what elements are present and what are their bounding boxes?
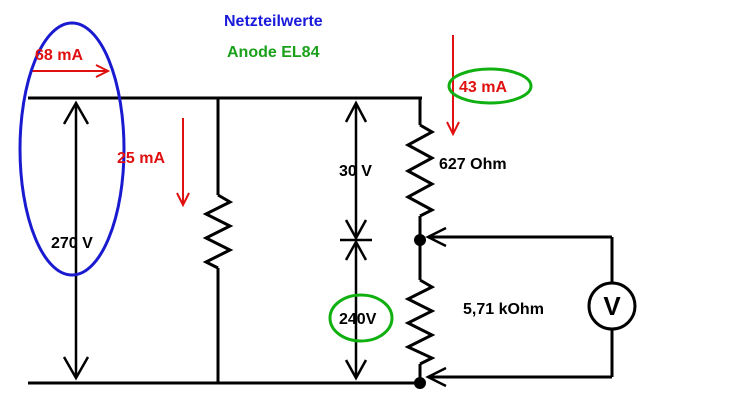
voltmeter-wiring [428,235,614,379]
lower-voltage-highlight [328,293,394,343]
bottom-node [414,377,426,389]
branch-current-label: 25 mA [117,150,165,167]
diagram-title: Netzteilwerte [224,13,323,30]
branch-current-arrow [176,118,190,208]
divider-current-arrow [446,35,460,137]
divider-current-label: 43 mA [459,79,507,96]
lower-voltage-label: 240V [339,311,377,328]
voltmeter-label: V [603,291,621,321]
supply-voltage-arrow [62,100,90,381]
supply-highlight-ellipse [18,21,126,277]
lower-resistor [404,240,436,381]
upper-voltage-arrow [344,100,368,241]
voltmeter-arrowheads [425,226,447,388]
upper-resistor-label: 627 Ohm [439,156,507,173]
supply-voltage-label: 270 V [51,235,93,252]
divider-current-highlight [447,67,533,105]
diagram-subtitle: Anode EL84 [227,44,320,61]
lower-voltage-arrow [344,239,368,381]
voltmeter-symbol [587,281,637,331]
upper-resistor [404,98,436,238]
supply-current-label: 68 mA [35,47,83,64]
upper-voltage-label: 30 V [339,163,372,180]
lower-resistor-label: 5,71 kOhm [463,301,544,318]
branch-resistor [202,98,234,383]
supply-current-arrow [30,64,111,78]
